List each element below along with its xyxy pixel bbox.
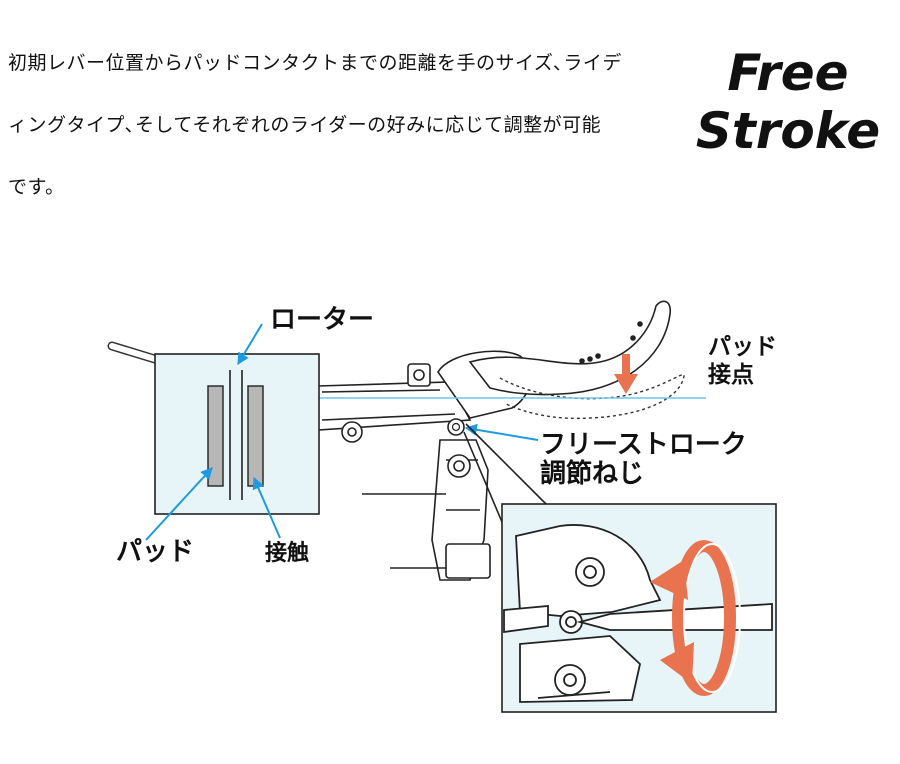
- title-line-2: Stroke: [695, 102, 881, 160]
- caliper-detail-box: [154, 353, 320, 515]
- pad-right: [247, 385, 264, 487]
- callout-arrows: [145, 323, 539, 541]
- screw-label-line-2: 調節ねじ: [540, 458, 644, 489]
- intro-text: 初期レバー位置からパッドコンタクトまでの距離を手のサイズ､ライデ ィングタイプ､…: [8, 44, 648, 230]
- screw-arrow: [464, 423, 539, 441]
- free-stroke-screw: [447, 418, 465, 436]
- screw-label-line-1: フリーストローク: [540, 430, 747, 460]
- zoom-lines: [463, 423, 547, 523]
- pad-left: [207, 385, 224, 487]
- brake-hose: [107, 341, 163, 365]
- pad-contact-label-line-2: 接点: [708, 362, 754, 388]
- contact-label: 接触: [265, 540, 309, 566]
- pad-contact-label-line-1: パッド: [708, 334, 777, 360]
- lever-dashed-position: [499, 373, 685, 420]
- intro-line-3: です。: [8, 176, 65, 198]
- title-line-1: Free: [727, 44, 849, 102]
- contact-arrow: [252, 476, 281, 539]
- rotation-indicator: [650, 540, 741, 696]
- free-stroke-title: Free Stroke: [688, 44, 888, 160]
- pad-arrow: [145, 467, 213, 541]
- lever-blade: [468, 300, 672, 396]
- intro-line-1: 初期レバー位置からパッドコンタクトまでの距離を手のサイズ､ライデ: [8, 52, 622, 74]
- rotor-label: ローター: [270, 305, 374, 335]
- pad-label: パッド: [116, 537, 194, 567]
- rotor-arrow: [237, 323, 263, 366]
- pad-contact-arrow: [614, 354, 638, 394]
- intro-line-2: ィングタイプ､そしてそれぞれのライダーの好みに応じて調整が可能: [8, 114, 602, 136]
- inset-zoom-box: [501, 503, 777, 713]
